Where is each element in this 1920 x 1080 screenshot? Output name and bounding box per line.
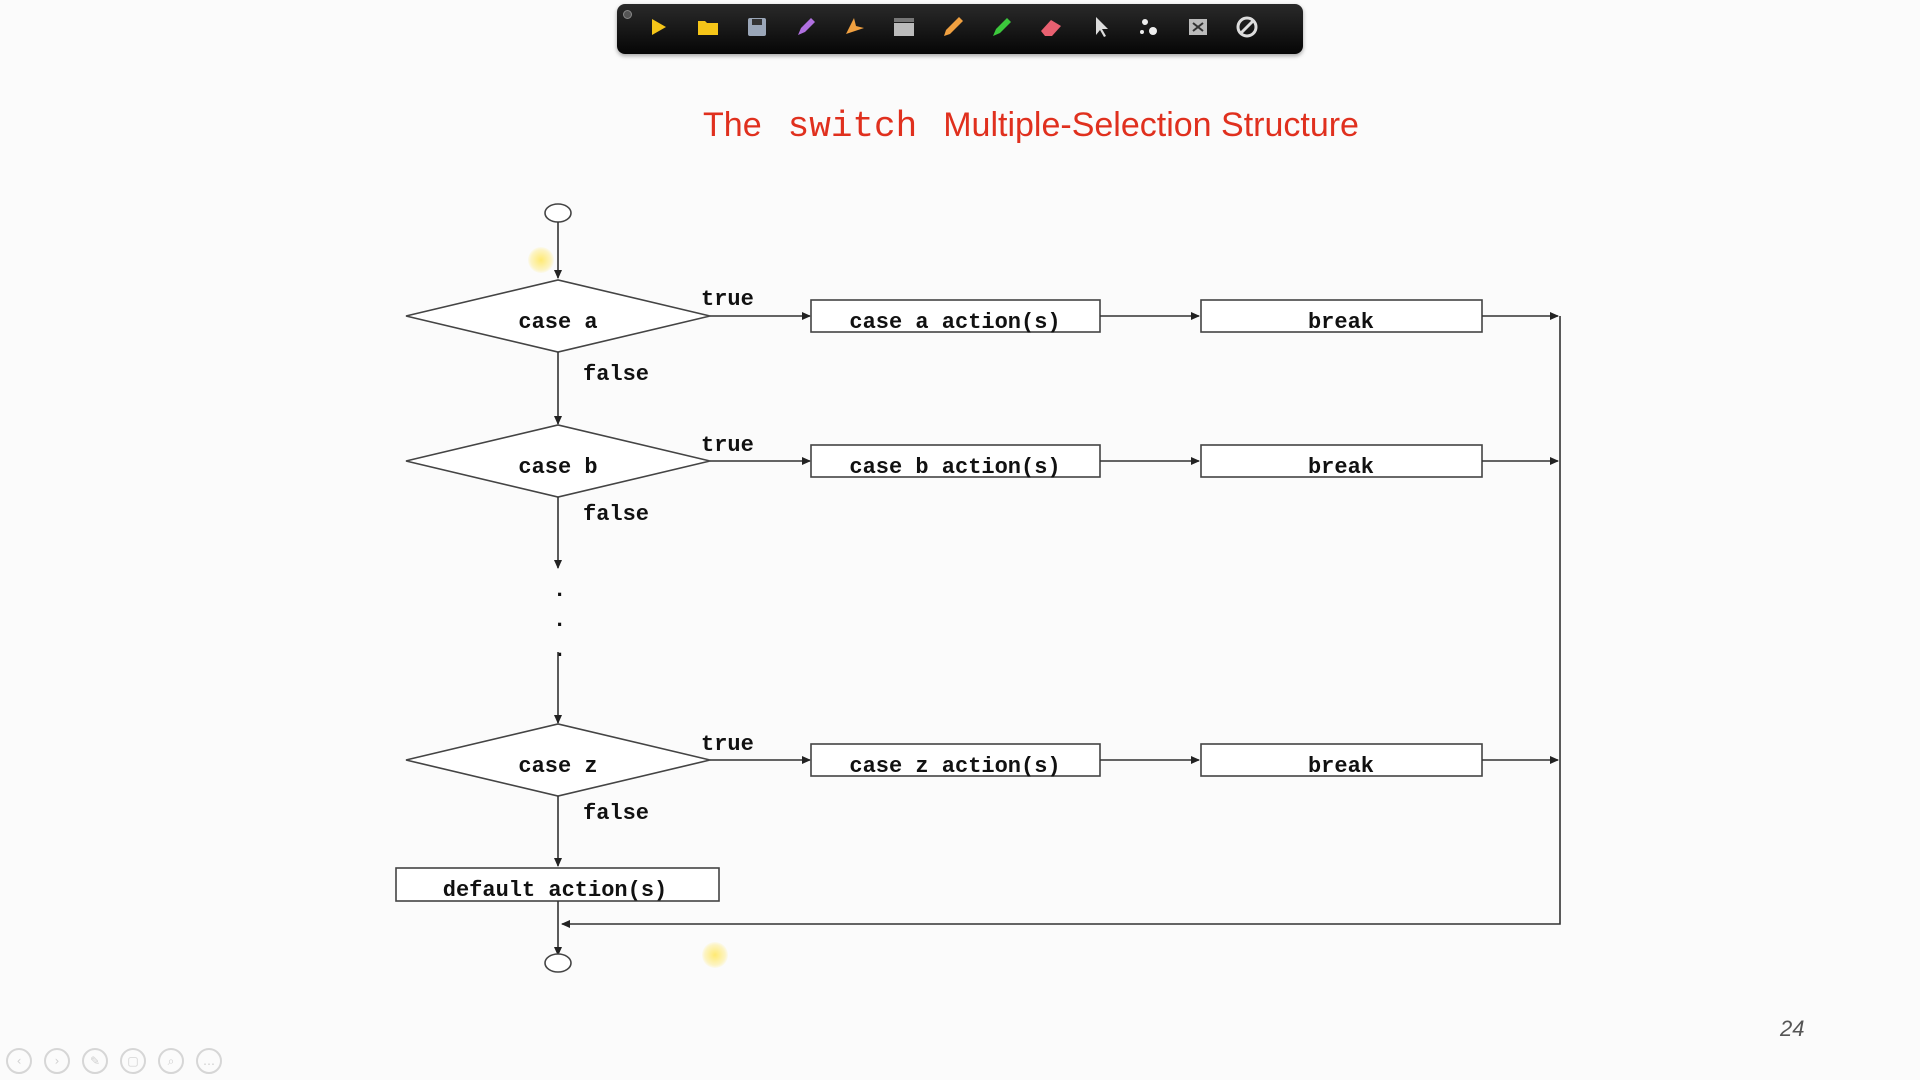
case-a-action-label: case a action(s) xyxy=(849,310,1060,335)
title-suffix: Multiple-Selection Structure xyxy=(943,106,1359,144)
annotation-toolbar xyxy=(617,4,1303,54)
case-a-break-label: break xyxy=(1308,310,1374,335)
pointer-tool-button[interactable] xyxy=(1084,13,1116,45)
case-a-false-label: false xyxy=(583,362,649,387)
copy-nav-button[interactable]: ▢ xyxy=(120,1048,146,1074)
end-node xyxy=(544,953,572,973)
slide-title: The switch Multiple-Selection Structure xyxy=(0,106,1920,147)
ellipsis-dot: . xyxy=(553,638,566,663)
pen-color-icon xyxy=(793,14,819,45)
eraser-icon xyxy=(1038,14,1064,45)
decision-case-b-label: case b xyxy=(518,455,597,480)
prev-nav-button[interactable]: ‹ xyxy=(6,1048,32,1074)
decision-case-z-label: case z xyxy=(518,754,597,779)
arrow-color-icon xyxy=(842,14,868,45)
pencil-tool-button[interactable] xyxy=(937,13,969,45)
clear-screen-icon xyxy=(1185,14,1211,45)
default-action-box xyxy=(395,867,720,902)
pen-nav-button[interactable]: ✎ xyxy=(82,1048,108,1074)
default-action-label: default action(s) xyxy=(443,878,667,903)
zoom-nav-button[interactable]: ⌕ xyxy=(158,1048,184,1074)
case-z-break-box xyxy=(1200,743,1483,777)
case-a-break-box xyxy=(1200,299,1483,333)
decision-case-a-label: case a xyxy=(518,310,597,335)
ellipsis-dot: . xyxy=(553,578,566,603)
next-icon: › xyxy=(54,1054,60,1068)
highlighter-icon xyxy=(989,14,1015,45)
pen-icon: ✎ xyxy=(89,1054,101,1068)
case-b-break-label: break xyxy=(1308,455,1374,480)
eraser-tool-button[interactable] xyxy=(1035,13,1067,45)
pen-color-tool-button[interactable] xyxy=(790,13,822,45)
more-icon: … xyxy=(203,1054,215,1068)
case-z-false-label: false xyxy=(583,801,649,826)
pencil-icon xyxy=(940,14,966,45)
slide-page-number: 24 xyxy=(1780,1016,1805,1041)
toolbar-grip[interactable] xyxy=(623,10,632,19)
clear-screen-tool-button[interactable] xyxy=(1182,13,1214,45)
title-prefix: The xyxy=(703,106,762,144)
case-b-action-box xyxy=(810,444,1101,478)
zoom-icon: ⌕ xyxy=(167,1053,175,1068)
clapperboard-tool-button[interactable] xyxy=(888,13,920,45)
arrow-color-tool-button[interactable] xyxy=(839,13,871,45)
merge-return-line xyxy=(561,316,1561,928)
case-b-break-box xyxy=(1200,444,1483,478)
more-nav-button[interactable]: … xyxy=(196,1048,222,1074)
mouse-cursor-highlight xyxy=(702,942,728,968)
case-z-action-box xyxy=(810,743,1101,777)
laser-dots-icon xyxy=(1136,14,1162,45)
stop-tool-button[interactable] xyxy=(1231,13,1263,45)
case-b-false-label: false xyxy=(583,502,649,527)
slide-navigation: ‹ › ✎ ▢ ⌕ … xyxy=(6,1048,222,1074)
stop-icon xyxy=(1234,14,1260,45)
case-z-break-label: break xyxy=(1308,754,1374,779)
case-a-true-label: true xyxy=(701,287,754,312)
pointer-icon xyxy=(1087,14,1113,45)
title-code-keyword: switch xyxy=(787,106,918,147)
folder-tool-button[interactable] xyxy=(692,13,724,45)
case-b-true-label: true xyxy=(701,433,754,458)
laser-dots-tool-button[interactable] xyxy=(1133,13,1165,45)
mouse-cursor-highlight xyxy=(528,247,554,273)
next-arrow-tool-button[interactable] xyxy=(643,13,675,45)
save-disk-icon xyxy=(744,14,770,45)
ellipsis-dot: . xyxy=(553,608,566,633)
next-arrow-icon xyxy=(646,14,672,45)
next-nav-button[interactable]: › xyxy=(44,1048,70,1074)
start-node xyxy=(544,203,572,223)
case-a-action-box xyxy=(810,299,1101,333)
save-disk-tool-button[interactable] xyxy=(741,13,773,45)
folder-icon xyxy=(695,14,721,45)
prev-icon: ‹ xyxy=(16,1054,22,1068)
case-b-action-label: case b action(s) xyxy=(849,455,1060,480)
clapperboard-icon xyxy=(891,14,917,45)
case-z-true-label: true xyxy=(701,732,754,757)
highlighter-tool-button[interactable] xyxy=(986,13,1018,45)
copy-icon: ▢ xyxy=(127,1054,139,1068)
case-z-action-label: case z action(s) xyxy=(849,754,1060,779)
